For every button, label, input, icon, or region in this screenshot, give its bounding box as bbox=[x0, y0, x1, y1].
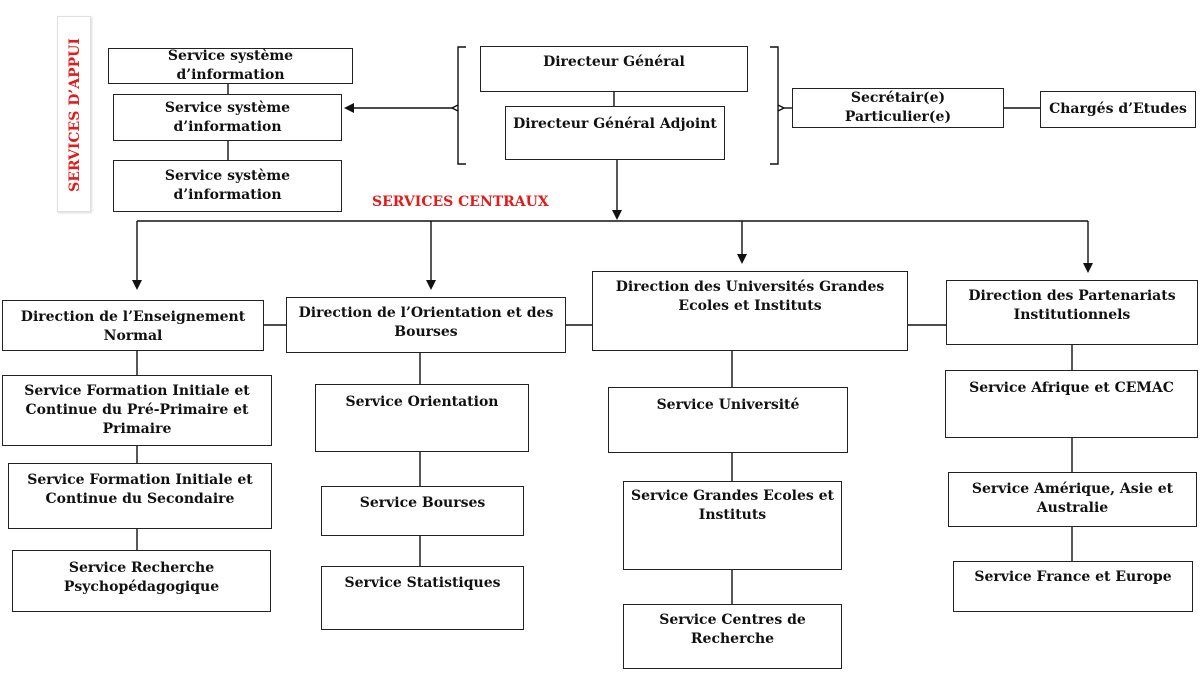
service-orientation-box: Service Orientation bbox=[315, 384, 529, 452]
appui-service-2: Service système d’information bbox=[113, 94, 342, 141]
direction-partenariats-box: Direction des Partenariats Institutionne… bbox=[946, 280, 1198, 345]
charges-etudes-box: Chargés d’Etudes bbox=[1040, 91, 1196, 128]
services-centraux-label: SERVICES CENTRAUX bbox=[372, 194, 549, 210]
service-bourses-box: Service Bourses bbox=[321, 486, 524, 536]
appui-service-3: Service système d’information bbox=[113, 160, 342, 212]
direction-enseignement-normal-box: Direction de l’Enseignement Normal bbox=[2, 300, 264, 351]
service-recherche-psychopedagogique-box: Service Recherche Psychopédagogique bbox=[12, 550, 271, 612]
service-afrique-cemac-box: Service Afrique et CEMAC bbox=[945, 370, 1198, 438]
appui-service-1: Service système d’information bbox=[108, 48, 353, 84]
direction-universites-box: Direction des Universités Grandes Ecoles… bbox=[592, 271, 908, 351]
directeur-general-box: Directeur Général bbox=[480, 46, 748, 92]
service-formation-primaire-box: Service Formation Initiale et Continue d… bbox=[2, 375, 272, 446]
direction-orientation-bourses-box: Direction de l’Orientation et des Bourse… bbox=[286, 297, 566, 353]
directeur-general-adjoint-box: Directeur Général Adjoint bbox=[505, 106, 725, 160]
service-amerique-asie-box: Service Amérique, Asie et Australie bbox=[948, 472, 1197, 527]
service-universite-box: Service Université bbox=[608, 387, 848, 453]
service-statistiques-box: Service Statistiques bbox=[321, 566, 524, 630]
service-grandes-ecoles-box: Service Grandes Ecoles et Instituts bbox=[623, 481, 842, 570]
service-formation-secondaire-box: Service Formation Initiale et Continue d… bbox=[8, 463, 272, 529]
service-france-europe-box: Service France et Europe bbox=[953, 561, 1193, 612]
service-centres-recherche-box: Service Centres de Recherche bbox=[623, 604, 842, 669]
right-brace bbox=[770, 46, 786, 165]
secretaire-particulier-box: Secrétair(e) Particulier(e) bbox=[792, 88, 1004, 128]
left-brace bbox=[450, 46, 466, 165]
services-appui-label-box: SERVICES D’APPUI bbox=[57, 16, 91, 212]
services-appui-label: SERVICES D’APPUI bbox=[67, 38, 83, 192]
